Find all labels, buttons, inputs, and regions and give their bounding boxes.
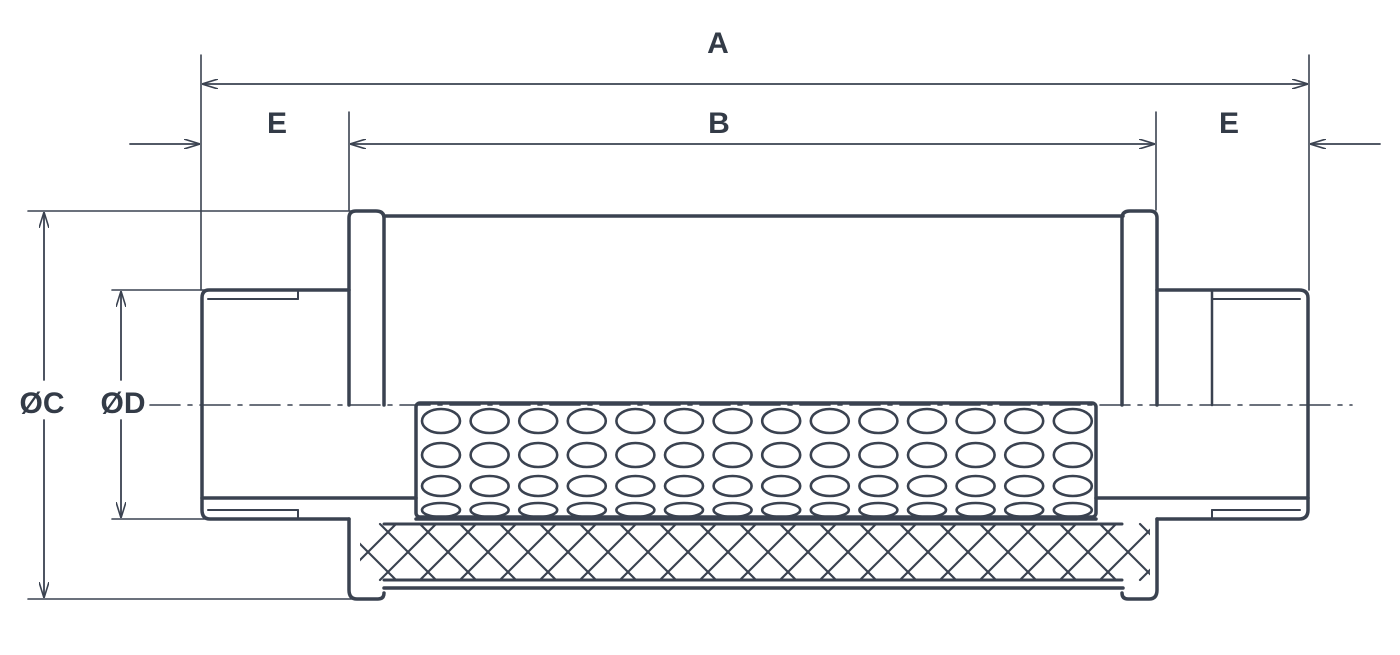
perforation-hole: [469, 474, 510, 498]
packing-hatch-line: [618, 522, 678, 582]
perforation-hole: [906, 474, 948, 498]
perforation-hole: [809, 407, 851, 435]
perforation-hole: [906, 407, 948, 435]
perforation-hole: [517, 407, 559, 435]
perforation-hole: [809, 501, 851, 517]
muffler-body: [382, 214, 1125, 590]
perforation-hole: [712, 501, 753, 517]
packing-hatch-line: [498, 522, 558, 582]
packing-hatch-line: [1138, 522, 1150, 536]
perforation-hole: [955, 501, 996, 517]
right-end-cap: [1120, 209, 1159, 601]
label-e-right: E: [1219, 107, 1239, 140]
packing-hatch-line: [1058, 522, 1118, 582]
packing-hatch-line: [1138, 568, 1150, 582]
perforation-hole: [906, 441, 948, 469]
perforation-hole: [420, 441, 462, 469]
packing-hatch-line: [538, 522, 598, 582]
perforation-hole: [566, 474, 608, 498]
packing-hatch-line: [818, 522, 878, 582]
packing-hatch-line: [898, 522, 958, 582]
packing-hatch-line: [938, 522, 998, 582]
packing-hatch-line: [978, 522, 1038, 582]
perforation-hole: [1003, 441, 1045, 469]
perforation-hole: [1003, 407, 1045, 435]
perforation-hole: [566, 501, 608, 517]
perforation-hole: [663, 501, 705, 517]
packing-hatch-line: [778, 522, 838, 582]
perforation-hole: [615, 407, 656, 435]
sound-absorbing-packing: [360, 522, 1276, 582]
dimension-c: [27, 210, 363, 600]
perforation-hole: [420, 474, 462, 498]
perforation-hole: [1003, 501, 1045, 517]
perforation-hole: [809, 441, 851, 469]
label-b: B: [708, 107, 730, 140]
packing-hatch-line: [578, 522, 638, 582]
perforation-hole: [858, 474, 899, 498]
perforation-hole: [615, 501, 656, 517]
perforation-hole: [517, 441, 559, 469]
perforation-hole: [712, 407, 753, 435]
perforation-hole: [712, 474, 753, 498]
perforation-hole: [469, 441, 510, 469]
packing-hatch-line: [458, 522, 518, 582]
perforation-hole: [906, 501, 948, 517]
perforation-hole: [760, 441, 802, 469]
perforation-hole: [420, 407, 462, 435]
perforation-hole: [1052, 501, 1094, 517]
label-e-left: E: [267, 107, 287, 140]
perforation-hole: [712, 441, 753, 469]
perforated-tube: [414, 401, 1098, 521]
perforation-hole: [615, 474, 656, 498]
perforation-hole: [760, 407, 802, 435]
perforation-hole: [858, 501, 899, 517]
perforation-hole: [517, 474, 559, 498]
right-threaded-pipe: [1094, 288, 1310, 521]
perforation-hole: [1003, 474, 1045, 498]
dimension-b: [348, 111, 1157, 211]
perforation-hole: [1052, 407, 1094, 435]
packing-hatch-line: [1180, 524, 1236, 580]
packing-hatch-line: [360, 522, 398, 562]
packing-hatch-line: [1220, 524, 1276, 580]
perforation-hole: [469, 407, 510, 435]
packing-hatch-line: [1180, 524, 1236, 580]
packing-hatch-line: [658, 522, 718, 582]
perforation-hole: [566, 407, 608, 435]
perforation-hole: [760, 474, 802, 498]
perforation-hole: [469, 501, 510, 517]
label-d: ØD: [101, 387, 146, 420]
perforation-hole: [955, 441, 996, 469]
perforation-hole: [809, 474, 851, 498]
dimension-a: [200, 54, 1310, 291]
perforation-hole: [760, 501, 802, 517]
perforation-hole: [566, 441, 608, 469]
packing-hatch-line: [1220, 524, 1276, 580]
packing-hatch-line: [738, 522, 798, 582]
perforation-hole: [663, 441, 705, 469]
left-threaded-pipe: [200, 288, 418, 521]
perforation-hole: [858, 407, 899, 435]
perforation-hole: [955, 407, 996, 435]
perforation-hole: [955, 474, 996, 498]
dimension-d: [111, 289, 206, 520]
packing-hatch-line: [698, 522, 758, 582]
perforation-hole: [663, 474, 705, 498]
perforation-hole: [517, 501, 559, 517]
packing-hatch-line: [378, 522, 438, 582]
packing-hatch-line: [418, 522, 478, 582]
perforation-hole: [615, 441, 656, 469]
packing-hatch-line: [1098, 528, 1150, 582]
perforation-hole: [1052, 441, 1094, 469]
packing-hatch-line: [1018, 522, 1078, 582]
perforation-hole: [1052, 474, 1094, 498]
perforation-hole: [858, 441, 899, 469]
label-a: A: [707, 27, 729, 60]
label-c: ØC: [20, 387, 65, 420]
perforation-hole: [663, 407, 705, 435]
packing-hatch-line: [858, 522, 918, 582]
perforation-hole: [420, 501, 462, 517]
